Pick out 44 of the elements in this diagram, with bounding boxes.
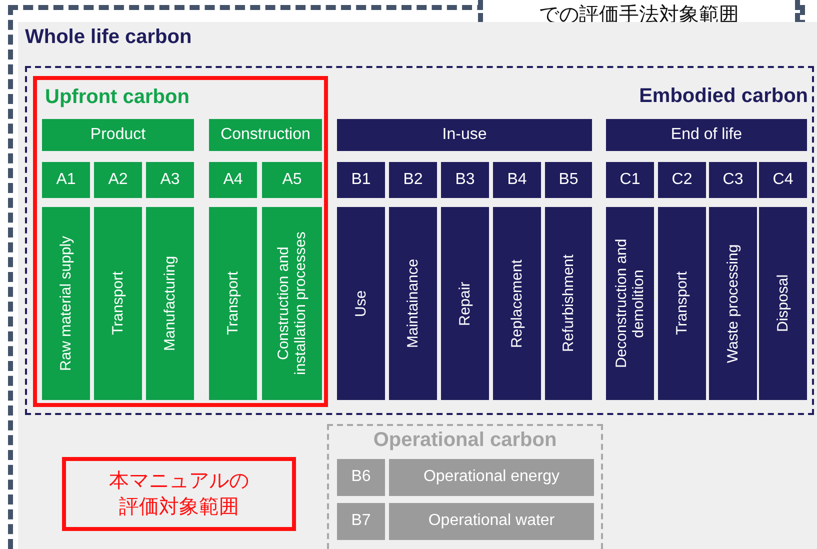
- module-code-box: C1: [606, 162, 654, 198]
- group-heading: Embodied carbon: [638, 84, 808, 108]
- scope-note-box: 本マニュアルの評価対象範囲: [62, 457, 296, 531]
- module-code-box: B7: [337, 503, 385, 540]
- module-box: Transport: [658, 207, 706, 400]
- module-box: Replacement: [493, 207, 541, 400]
- module-code-box: B1: [337, 162, 385, 198]
- module-code-box: C4: [759, 162, 807, 198]
- module-code-box: B2: [389, 162, 437, 198]
- group-heading: Operational carbon: [372, 428, 558, 452]
- module-box: Transport: [209, 207, 257, 400]
- dashed-frame: [327, 424, 603, 549]
- module-box: Disposal: [759, 207, 807, 400]
- module-box: Operational energy: [389, 459, 594, 496]
- module-box: Repair: [441, 207, 489, 400]
- group-heading: Upfront carbon: [45, 85, 190, 109]
- module-box: Manufacturing: [146, 207, 194, 400]
- dashed-frame: [25, 66, 814, 415]
- module-code-box: C2: [658, 162, 706, 198]
- module-box: Deconstruction and demolition: [606, 207, 654, 400]
- module-box: Construction and installation processes: [262, 207, 322, 400]
- module-box: Transport: [94, 207, 142, 400]
- module-code-box: C3: [709, 162, 757, 198]
- stage-header: End of life: [606, 119, 807, 151]
- module-box: Use: [337, 207, 385, 400]
- module-code-box: A5: [262, 162, 322, 198]
- module-box: Refurbishment: [545, 207, 592, 400]
- module-code-box: B5: [545, 162, 592, 198]
- module-box: Operational water: [389, 503, 594, 540]
- highlight-frame: [33, 76, 328, 407]
- module-code-box: A4: [209, 162, 257, 198]
- module-box: Waste processing: [709, 207, 757, 400]
- module-code-box: B6: [337, 459, 385, 496]
- module-code-box: A3: [146, 162, 194, 198]
- stage-header: In-use: [337, 119, 592, 151]
- module-code-box: A2: [94, 162, 142, 198]
- panel-heading: Whole life carbon: [25, 25, 193, 49]
- module-box: Raw material supply: [42, 207, 90, 400]
- module-code-box: B3: [441, 162, 489, 198]
- stage-header: Construction: [209, 119, 322, 151]
- module-box: Maintainance: [389, 207, 437, 400]
- stage-header: Product: [42, 119, 194, 151]
- module-code-box: B4: [493, 162, 541, 198]
- module-code-box: A1: [42, 162, 90, 198]
